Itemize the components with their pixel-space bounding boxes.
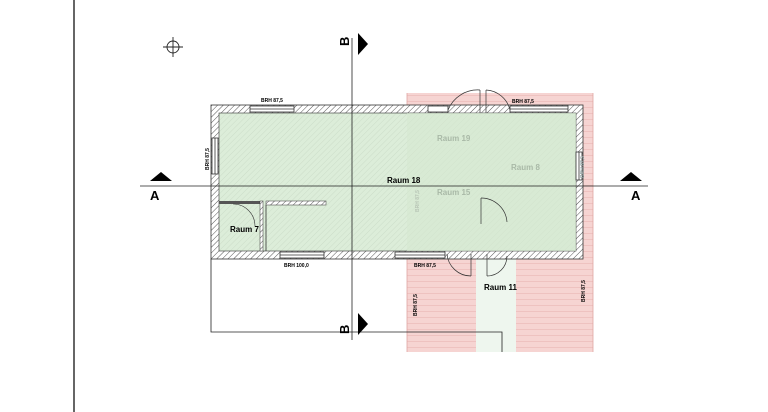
parapet-label-bottom-mid: BRH 87,5 (414, 263, 436, 269)
room-label-raum-15-ghost: Raum 15 (437, 188, 471, 197)
parapet-label-lower-left: BRH 87,5 (413, 294, 419, 316)
room-label-raum-19-ghost: Raum 19 (437, 134, 471, 143)
section-label-b-bottom: B (337, 325, 352, 334)
lower-outline (210, 259, 503, 352)
crosshair-icon[interactable] (163, 37, 183, 57)
interior-partitions (219, 200, 327, 252)
parapet-label-top-right: BRH 87,5 (512, 99, 534, 105)
room-label-raum-7[interactable]: Raum 7 (230, 225, 259, 234)
room-label-raum-8-ghost: Raum 8 (511, 163, 540, 172)
windows (211, 105, 583, 259)
room-label-raum-11[interactable]: Raum 11 (484, 283, 517, 292)
parapet-label-left-wall: BRH 87,5 (205, 148, 211, 170)
section-lines (140, 38, 648, 340)
parapet-label-bottom-left: BRH 100,0 (284, 263, 309, 269)
section-label-a-right: A (631, 188, 641, 203)
parapet-label-center-ghost: BRH 87,5 (415, 190, 421, 212)
room-label-raum-18[interactable]: Raum 18 (387, 176, 421, 185)
parapet-label-lower-right: BRH 87,5 (581, 280, 587, 302)
section-label-a-left: A (150, 188, 160, 203)
parapet-label-right-wall: BRH 87,5 (580, 156, 586, 178)
section-markers (150, 33, 642, 335)
parapet-label-top-left: BRH 87,5 (261, 98, 283, 104)
overlap-area (407, 113, 576, 251)
section-label-b-top: B (337, 37, 352, 46)
door-swings (446, 89, 511, 277)
